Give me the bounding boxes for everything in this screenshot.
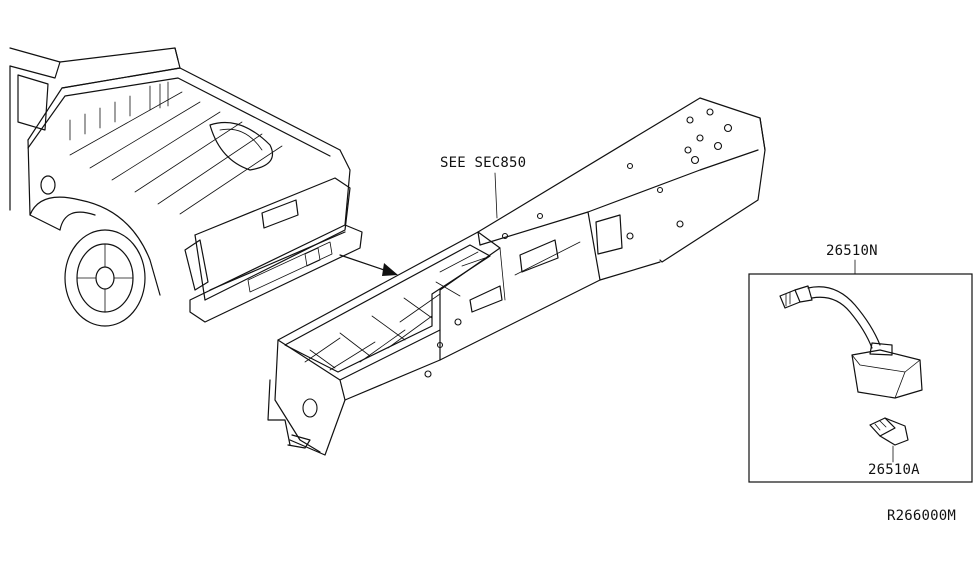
lamp-detail-inset <box>748 259 973 483</box>
pickup-truck-illustration <box>9 47 363 327</box>
pointer-arrow <box>339 254 398 276</box>
diagram-code-label: R266000M <box>887 508 957 524</box>
bulb-part-number: 26510A <box>868 462 920 478</box>
reference-leader-line <box>494 172 498 219</box>
lamp-assembly-part-number: 26510N <box>826 243 878 259</box>
rear-bumper-illustration <box>267 97 766 456</box>
reference-note-label: SEE SEC850 <box>440 155 527 171</box>
